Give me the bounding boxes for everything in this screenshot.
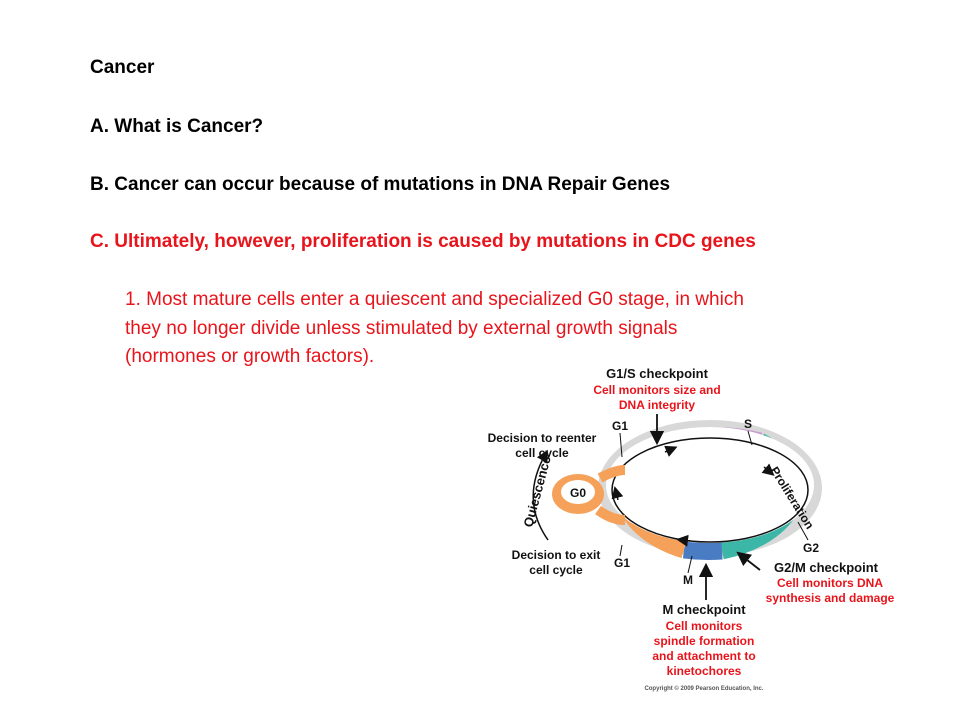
item-c: C. Ultimately, however, proliferation is…	[90, 231, 756, 252]
sub-point-line-2: they no longer divide unless stimulated …	[125, 318, 678, 339]
item-a: A. What is Cancer?	[90, 116, 264, 137]
g2m-arrow	[736, 551, 761, 571]
m-leader	[687, 555, 693, 574]
sub-point-line-3: (hormones or growth factors).	[125, 346, 375, 367]
reenter-line-1: Decision to reenter	[488, 431, 597, 445]
g1s-desc-line-2: DNA integrity	[619, 398, 696, 412]
quiescence-arrow	[532, 449, 549, 541]
m-desc-line-1: Cell monitors	[666, 619, 743, 633]
g1-bottom-leader	[619, 544, 623, 557]
g2-leader	[797, 521, 809, 541]
g0-connector-bottom	[595, 505, 626, 525]
cycle-arrow-3	[676, 534, 691, 547]
g2-label: G2	[803, 541, 819, 555]
g0-connector-top	[597, 465, 626, 483]
sub-point-line-1: 1. Most mature cells enter a quiescent a…	[125, 289, 744, 310]
g2m-checkpoint-title: G2/M checkpoint	[774, 560, 879, 575]
m-desc-line-3: and attachment to	[652, 649, 755, 663]
cycle-arrow-4	[611, 486, 624, 501]
g2m-desc-line-1: Cell monitors DNA	[777, 576, 883, 590]
g2m-desc-line-2: synthesis and damage	[766, 591, 895, 605]
exit-line-2: cell cycle	[529, 563, 583, 577]
m-desc-line-4: kinetochores	[667, 664, 742, 678]
reenter-line-2: cell cycle	[515, 446, 569, 460]
copyright-text: Copyright © 2009 Pearson Education, Inc.	[644, 685, 763, 692]
m-desc-line-2: spindle formation	[654, 634, 755, 648]
quiescence-label: Quiescence	[520, 454, 553, 528]
g1-top-label: G1	[612, 419, 628, 433]
exit-line-1: Decision to exit	[512, 548, 601, 562]
slide-title: Cancer	[90, 57, 155, 78]
g0-bubble-inner	[561, 480, 595, 504]
g1s-checkpoint-title: G1/S checkpoint	[606, 366, 709, 381]
ring-inner	[606, 427, 814, 543]
g1-top-leader	[619, 432, 623, 458]
cycle-arrow-1	[664, 445, 678, 457]
g1-bottom-label: G1	[614, 556, 630, 570]
g0-label: G0	[570, 486, 586, 500]
s-label: S	[744, 417, 752, 431]
item-b: B. Cancer can occur because of mutations…	[90, 174, 671, 195]
m-checkpoint-title: M checkpoint	[662, 602, 746, 617]
m-label: M	[683, 573, 693, 587]
s-leader	[747, 430, 753, 446]
cycle-arrow-2	[761, 463, 775, 476]
m-phase-segment	[682, 541, 723, 561]
g1s-desc-line-1: Cell monitors size and	[593, 383, 720, 397]
